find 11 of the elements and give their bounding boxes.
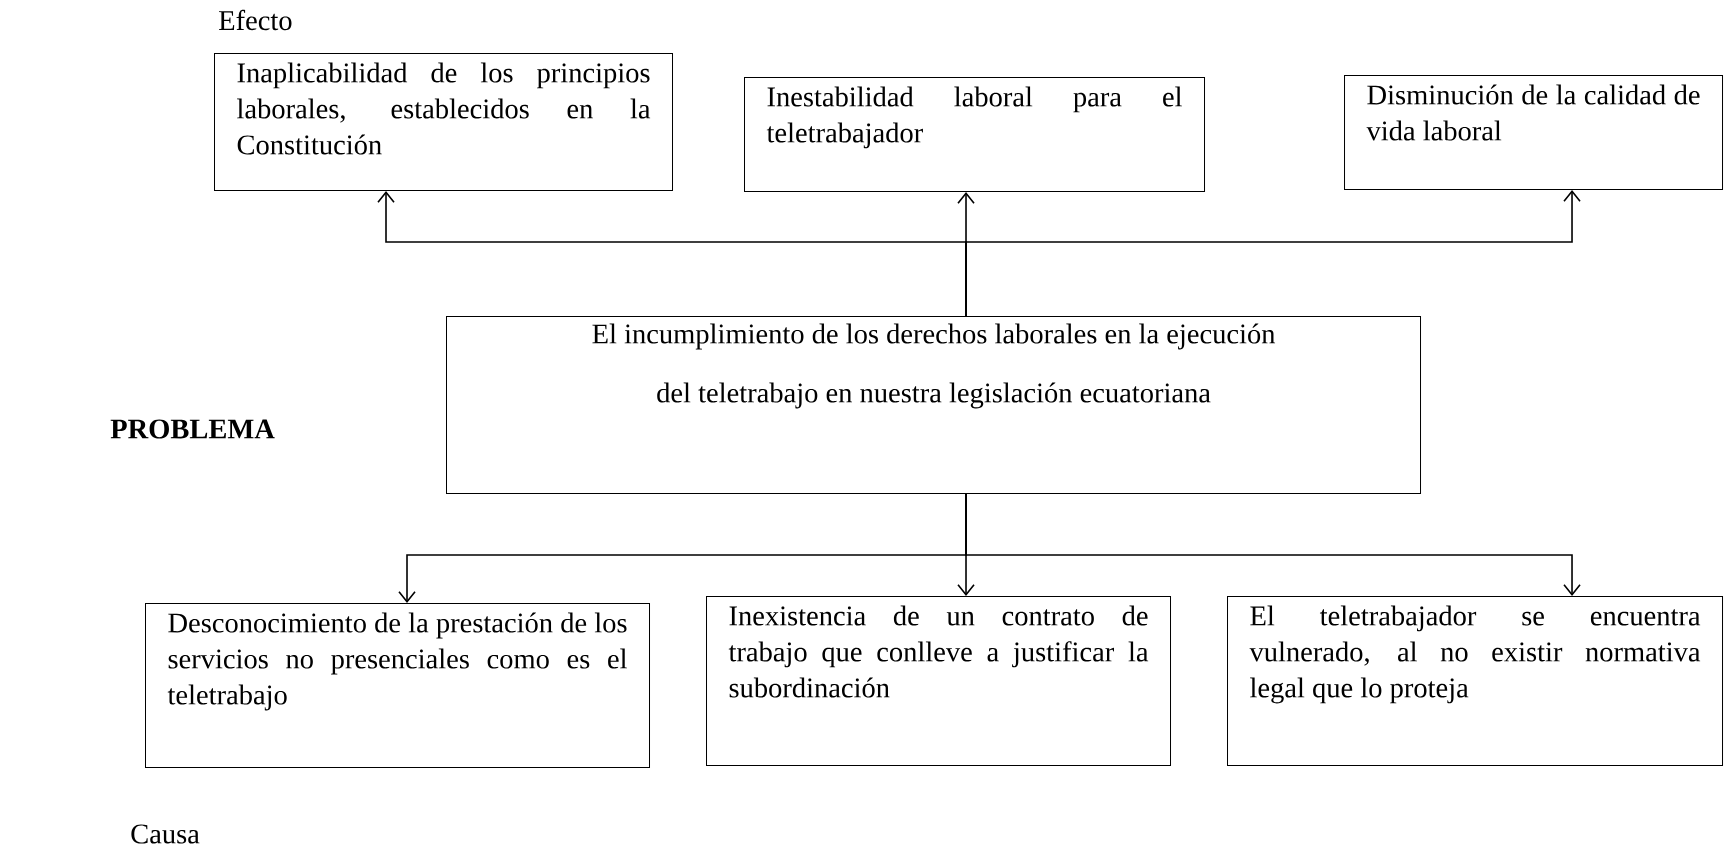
label: Causa <box>131 824 200 844</box>
text-box: Inaplicabilidad de los principios laborales, establecidos en la Constitución <box>214 53 673 191</box>
text-box: Inestabilidad laboral para el teletrabajador <box>744 77 1205 192</box>
arrow <box>965 190 1581 317</box>
text-box: Inexistencia de un contrato de trabajo que conlleve a justificar la subordinación <box>706 596 1171 766</box>
arrow <box>965 493 1581 596</box>
text-box: Disminución de la calidad de vida laboral <box>1344 75 1723 190</box>
label: PROBLEMA <box>110 419 275 439</box>
text-box: El teletrabajador se encuentra vulnerado, al no existir normativa legal que lo proteja <box>1227 596 1723 766</box>
text-box: Desconocimiento de la prestación de los servicios no presenciales como es el teletrabajo <box>145 603 650 768</box>
text-box: El incumplimiento de los derechos laborales en la ejecución del teletrabajo en nuestra legislación ecuatoriana <box>446 316 1421 494</box>
